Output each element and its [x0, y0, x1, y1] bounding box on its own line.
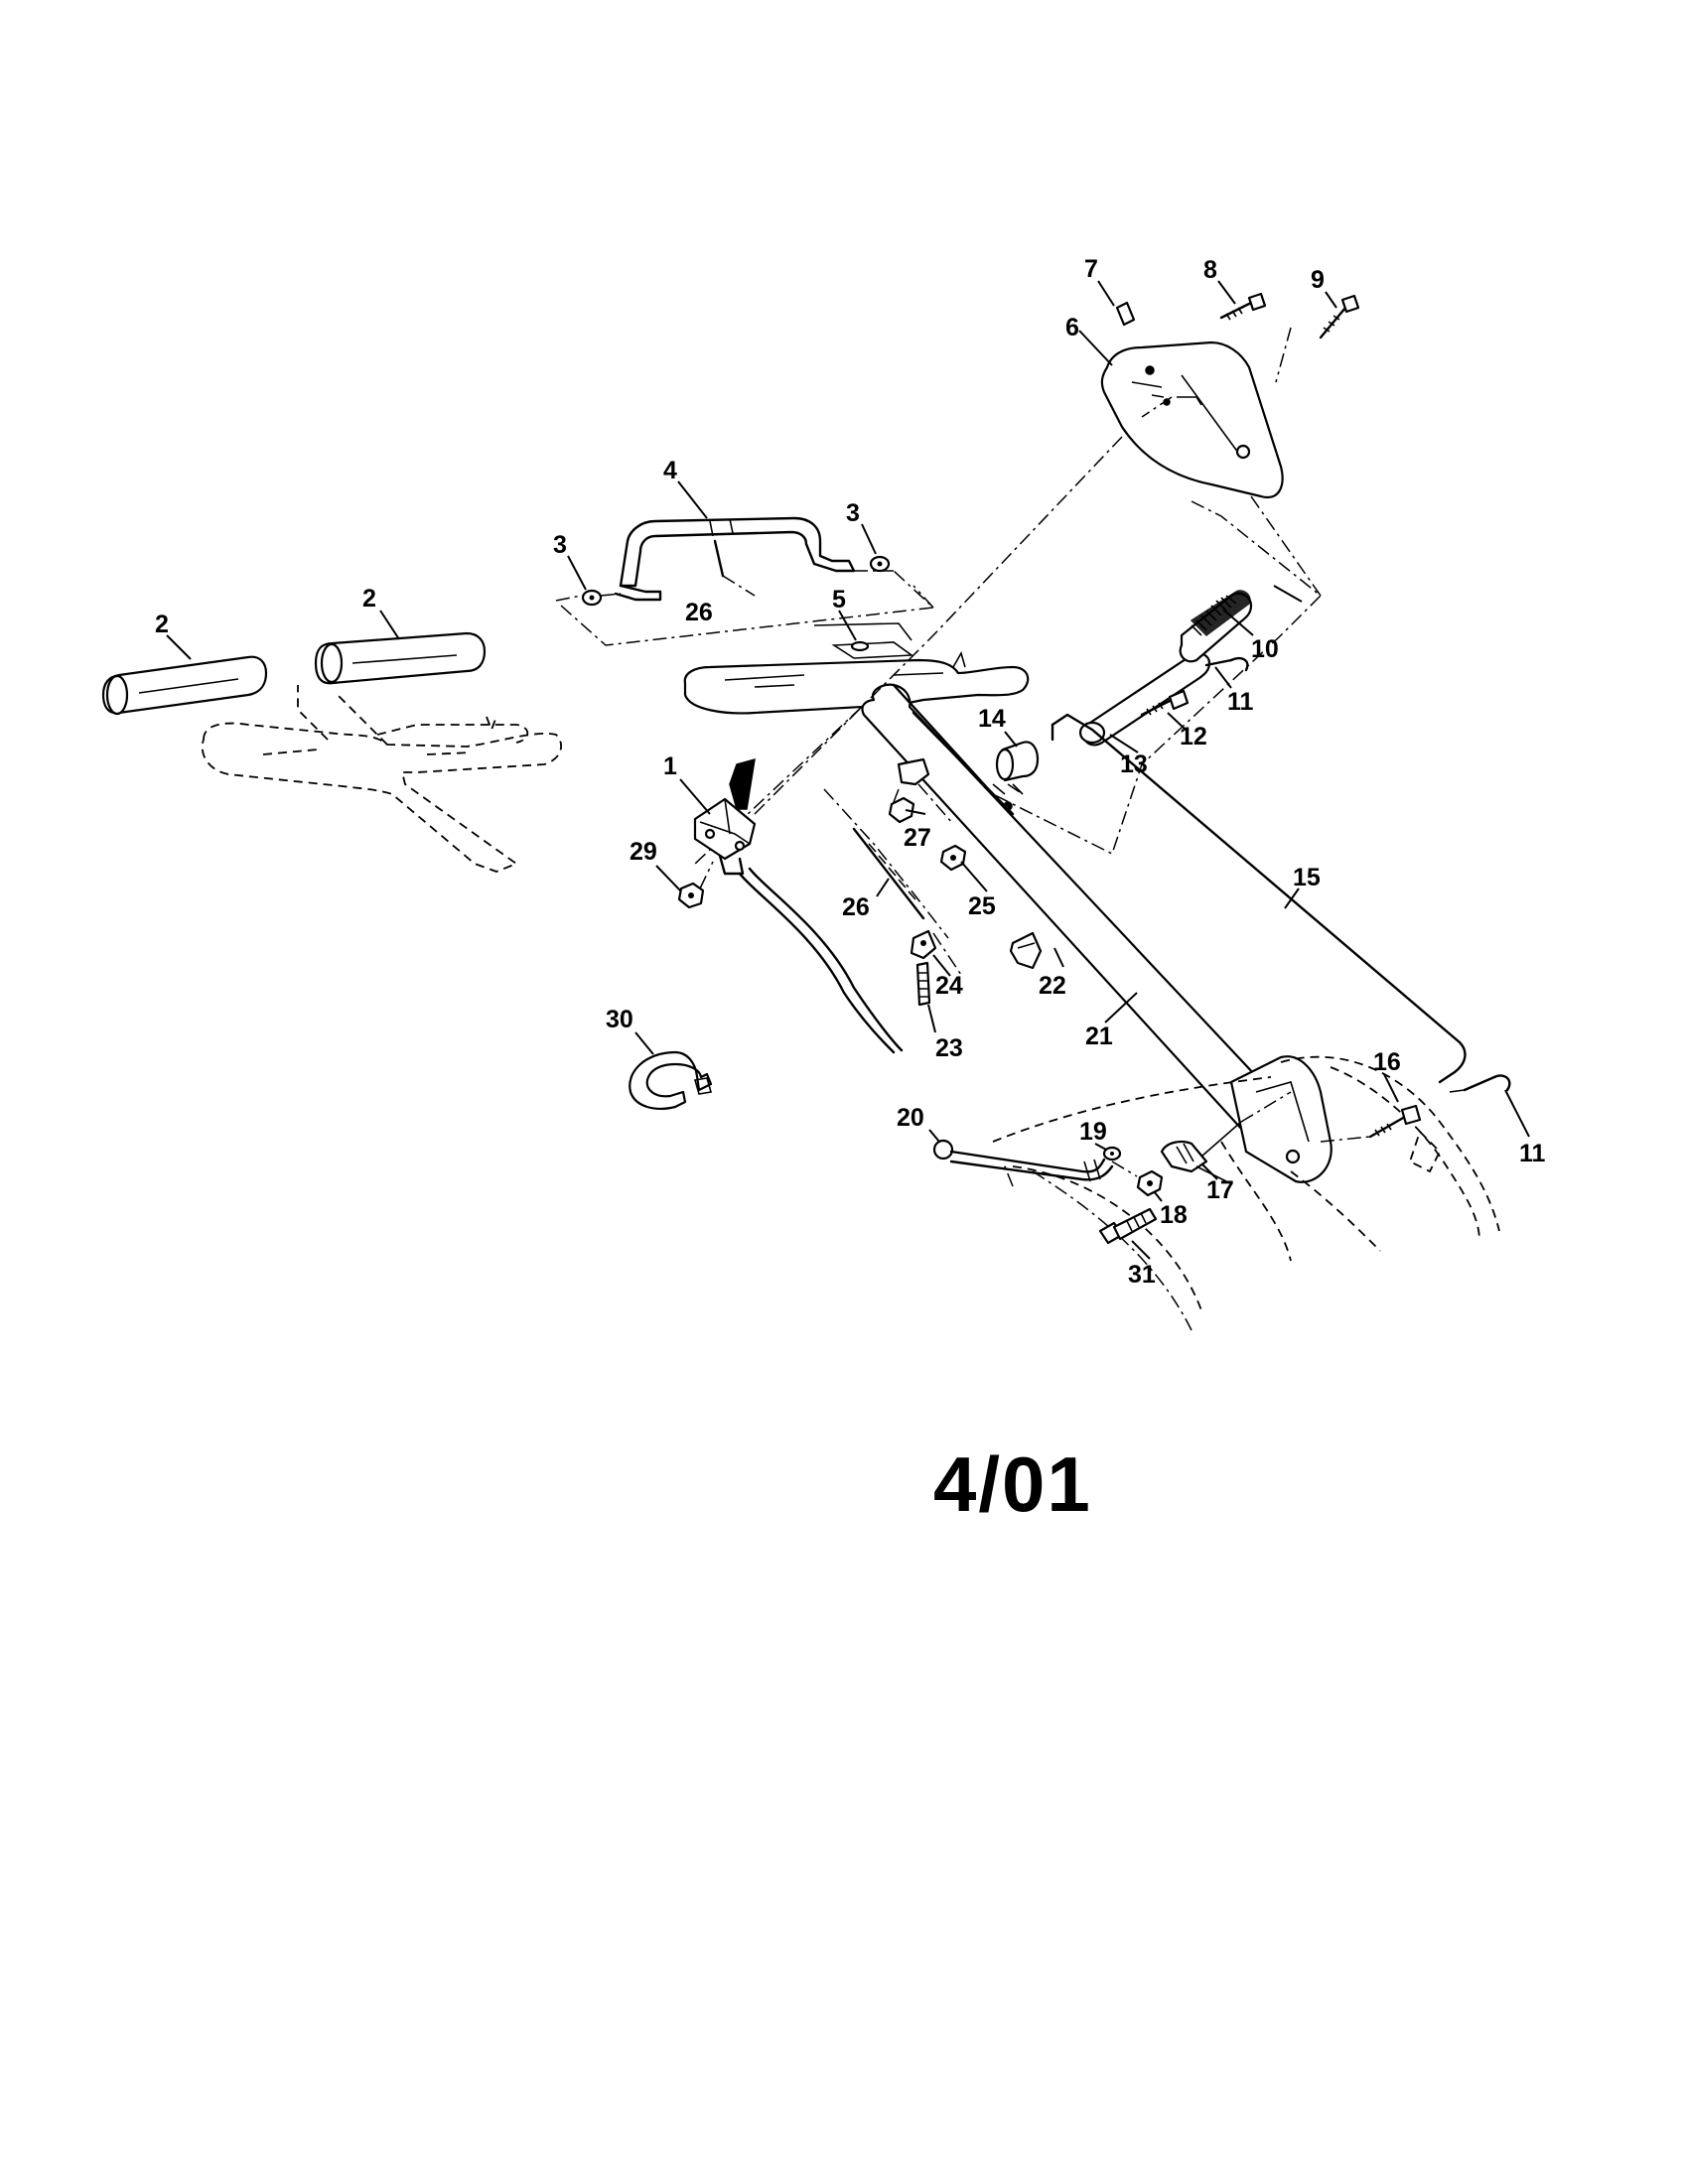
- cable-26-upper: [713, 539, 725, 578]
- shift-cover-6: [1100, 341, 1284, 499]
- label-part-19: 19: [1079, 1118, 1107, 1146]
- label-part-9: 9: [1311, 266, 1325, 294]
- label-part-1: 1: [663, 752, 677, 780]
- handle-grip-left: [101, 655, 268, 716]
- label-part-25: 25: [968, 892, 996, 920]
- left-handle-assembly: [201, 685, 562, 873]
- bolt-27: [888, 796, 915, 824]
- part-number-labels: 2 2 3 3 4 5 6 7 8 9 10 11 12 13 14 15 16…: [155, 255, 1546, 1289]
- control-lever-1: [693, 757, 757, 876]
- bracket-24: [910, 929, 937, 960]
- nut-18: [1136, 1169, 1164, 1197]
- upper-handle-bar: [614, 516, 856, 602]
- bracket-27-plate: [897, 757, 930, 786]
- label-part-8: 8: [1203, 256, 1217, 284]
- label-part-30: 30: [606, 1006, 633, 1033]
- label-part-18: 18: [1160, 1201, 1188, 1229]
- label-part-6: 6: [1065, 314, 1079, 341]
- control-cable: [738, 872, 896, 1054]
- nut-29: [677, 882, 705, 909]
- label-part-17: 17: [1206, 1176, 1234, 1204]
- shift-rod-15: [1051, 713, 1467, 1084]
- label-part-2-right: 2: [362, 585, 376, 613]
- label-part-11-upper: 11: [1227, 688, 1254, 716]
- spring-17: [1160, 1091, 1292, 1182]
- spacer-14: [995, 741, 1040, 782]
- washer-3-left: [581, 589, 603, 607]
- shift-knob-10: [1179, 590, 1253, 663]
- screw-8: [1219, 292, 1267, 321]
- control-rod-20: [932, 1139, 1114, 1182]
- label-part-4: 4: [663, 457, 677, 484]
- hairpin-clip-11-upper: [1204, 656, 1249, 672]
- bolt-23: [915, 961, 931, 1007]
- label-part-20: 20: [897, 1104, 924, 1132]
- label-part-13: 13: [1120, 751, 1148, 778]
- bolt-31: [1098, 1207, 1158, 1245]
- handle-grip-right: [314, 631, 487, 685]
- washer-3-right: [869, 555, 891, 573]
- label-part-12: 12: [1180, 723, 1207, 751]
- label-part-26-lower: 26: [842, 893, 870, 921]
- label-part-27: 27: [904, 824, 931, 852]
- main-handle-frame: [683, 622, 1333, 1183]
- label-part-16: 16: [1373, 1048, 1401, 1076]
- label-part-10: 10: [1251, 635, 1279, 663]
- label-part-15: 15: [1293, 864, 1321, 891]
- label-part-21: 21: [1085, 1023, 1113, 1050]
- washer-19: [1102, 1146, 1122, 1161]
- bolt-12: [1140, 689, 1190, 717]
- label-part-22: 22: [1039, 972, 1066, 1000]
- screw-9: [1319, 294, 1360, 340]
- label-part-3-left: 3: [553, 531, 567, 559]
- label-part-14: 14: [978, 705, 1006, 733]
- leader-lines: [166, 280, 1530, 1260]
- clip-22: [1009, 931, 1043, 970]
- label-part-24: 24: [935, 972, 963, 1000]
- label-part-31: 31: [1128, 1261, 1156, 1289]
- label-part-11-lower: 11: [1519, 1140, 1546, 1167]
- label-part-26-upper: 26: [685, 599, 713, 626]
- cable-26-lower: [823, 788, 964, 979]
- label-part-3-right: 3: [846, 499, 860, 527]
- bolt-16: [1368, 1104, 1422, 1139]
- label-part-29: 29: [630, 838, 657, 866]
- label-part-23: 23: [935, 1034, 963, 1062]
- hairpin-clip-11-lower: [1463, 1074, 1511, 1092]
- revision-code: 4/01: [933, 1440, 1092, 1528]
- nut-25: [939, 844, 967, 872]
- label-part-7: 7: [1084, 255, 1098, 283]
- snap-ring-30: [629, 1050, 713, 1110]
- dashed-tine-outline: [992, 1055, 1500, 1311]
- label-part-5: 5: [832, 586, 846, 614]
- label-part-2-left: 2: [155, 611, 169, 638]
- set-screw-7: [1115, 301, 1136, 327]
